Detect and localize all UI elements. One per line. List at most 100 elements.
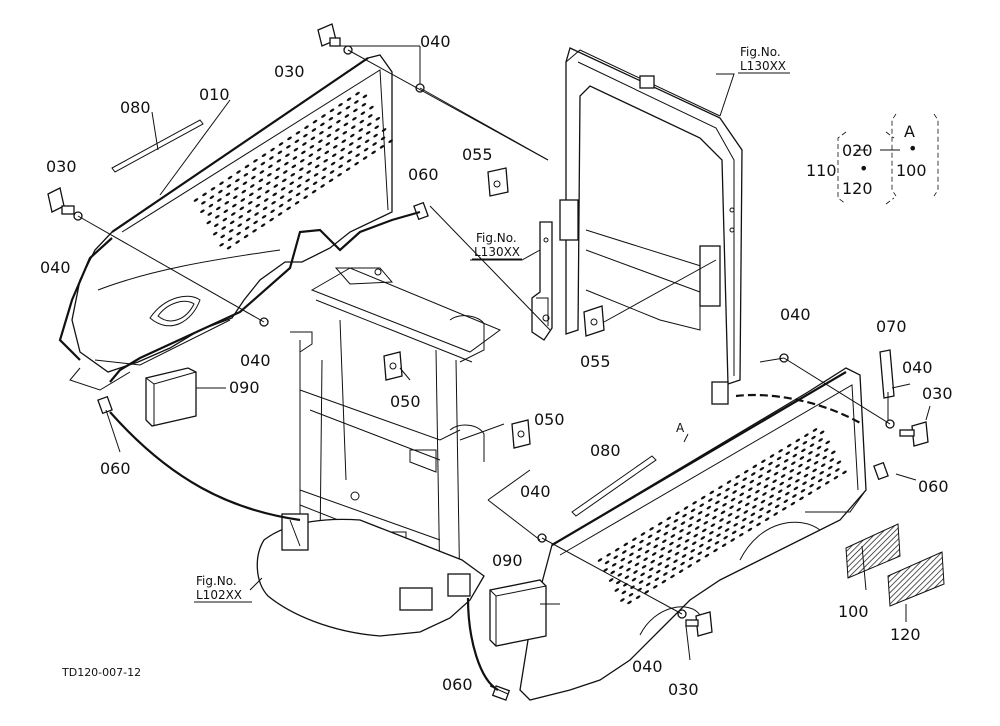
perforation-hole	[212, 231, 218, 236]
perforation-hole	[321, 114, 326, 118]
perforation-hole	[352, 117, 357, 121]
perforation-hole	[825, 481, 830, 485]
perforation-hole	[221, 226, 226, 230]
perforation-hole	[743, 510, 749, 514]
perforation-hole	[620, 598, 625, 602]
perforation-hole	[693, 533, 698, 538]
perforation-hole	[340, 147, 345, 152]
perforation-hole	[231, 212, 236, 216]
perforation-hole	[610, 570, 615, 575]
perforation-hole	[214, 223, 219, 227]
perforation-hole	[786, 484, 792, 488]
perforation-hole	[210, 187, 216, 191]
perforation-hole	[627, 560, 633, 564]
perforation-hole	[684, 539, 690, 543]
perforation-hole	[322, 167, 327, 171]
perforation-hole	[325, 142, 331, 146]
perforation-hole	[735, 475, 740, 479]
label-060-upper: 060	[408, 165, 439, 184]
perforation-hole	[725, 487, 730, 492]
label-030-bottom: 030	[668, 680, 699, 699]
perforation-hole	[208, 203, 214, 208]
perforation-hole	[336, 119, 341, 124]
perforation-hole	[732, 490, 737, 494]
perforation-hole	[295, 131, 301, 135]
bolt-030-top	[317, 23, 341, 47]
perforation-hole	[300, 159, 305, 163]
perforation-hole	[715, 500, 720, 505]
perforation-hole	[783, 499, 789, 503]
perforation-hole	[640, 532, 646, 536]
perforation-hole	[632, 537, 637, 541]
perforation-hole	[303, 195, 308, 199]
group-dot-left: •	[859, 159, 868, 178]
perforation-hole	[369, 105, 374, 110]
perforation-hole	[712, 515, 717, 520]
perforation-hole	[614, 547, 620, 552]
perforation-hole	[819, 471, 824, 475]
label-040-top: 040	[420, 32, 451, 51]
perforation-hole	[381, 128, 387, 132]
group-dot-right: •	[908, 139, 917, 158]
perforation-hole	[222, 217, 228, 222]
perforation-hole	[239, 206, 245, 211]
perforation-hole	[277, 212, 283, 216]
perforation-hole	[288, 189, 293, 194]
right-side-panel	[519, 367, 867, 701]
perforation-hole	[630, 545, 636, 549]
perforation-hole	[773, 512, 778, 516]
perforation-hole	[339, 156, 344, 160]
perforation-hole	[786, 443, 792, 448]
perforation-hole	[659, 554, 664, 559]
perforation-hole	[223, 209, 229, 213]
perforation-hole	[680, 561, 685, 566]
label-120: 120	[890, 625, 921, 644]
label-110: 110	[806, 161, 837, 180]
label-040-left: 040	[40, 258, 71, 277]
perforation-hole	[815, 453, 820, 457]
label-090-right: 090	[492, 551, 523, 570]
perforation-hole	[745, 502, 750, 507]
perforation-hole	[226, 245, 232, 250]
perforation-hole	[232, 203, 237, 208]
perforation-hole	[765, 477, 770, 481]
perforation-hole	[624, 575, 630, 579]
perforation-hole	[267, 173, 272, 177]
perforation-hole	[266, 181, 271, 185]
perforation-hole	[362, 94, 368, 99]
label-030-top: 030	[274, 62, 305, 81]
perforation-hole	[673, 559, 678, 563]
perforation-hole	[355, 153, 360, 157]
perforation-hole	[346, 97, 352, 101]
perforation-hole	[338, 164, 343, 169]
perforation-hole	[805, 466, 810, 470]
perforation-hole	[633, 570, 638, 574]
perforation-hole	[704, 553, 710, 558]
perforation-hole	[702, 528, 707, 533]
perforation-hole	[291, 164, 297, 169]
perforation-hole	[320, 184, 325, 188]
perforation-hole	[770, 487, 776, 491]
perforation-hole	[716, 533, 721, 537]
perforation-hole	[764, 517, 770, 521]
perforation-hole	[271, 201, 276, 205]
perforation-hole	[202, 192, 207, 197]
fig-ref-base: L102XX	[196, 588, 242, 602]
label-080-left: 080	[120, 98, 151, 117]
perforation-hole	[299, 167, 304, 171]
perforation-hole	[250, 184, 255, 188]
perforation-hole	[206, 220, 212, 225]
perforation-hole	[628, 593, 634, 597]
perforation-hole	[802, 481, 807, 485]
perforation-hole	[817, 478, 823, 483]
perforation-hole	[611, 563, 617, 567]
perforation-hole	[224, 201, 230, 205]
perforation-hole	[687, 523, 693, 528]
leader-lines	[77, 45, 931, 695]
perforation-hole	[713, 508, 719, 512]
perforation-hole	[692, 501, 697, 505]
perforation-hole	[603, 568, 608, 572]
perforation-hole	[284, 161, 289, 166]
perforation-hole	[678, 569, 684, 573]
perforation-hole	[774, 504, 780, 509]
